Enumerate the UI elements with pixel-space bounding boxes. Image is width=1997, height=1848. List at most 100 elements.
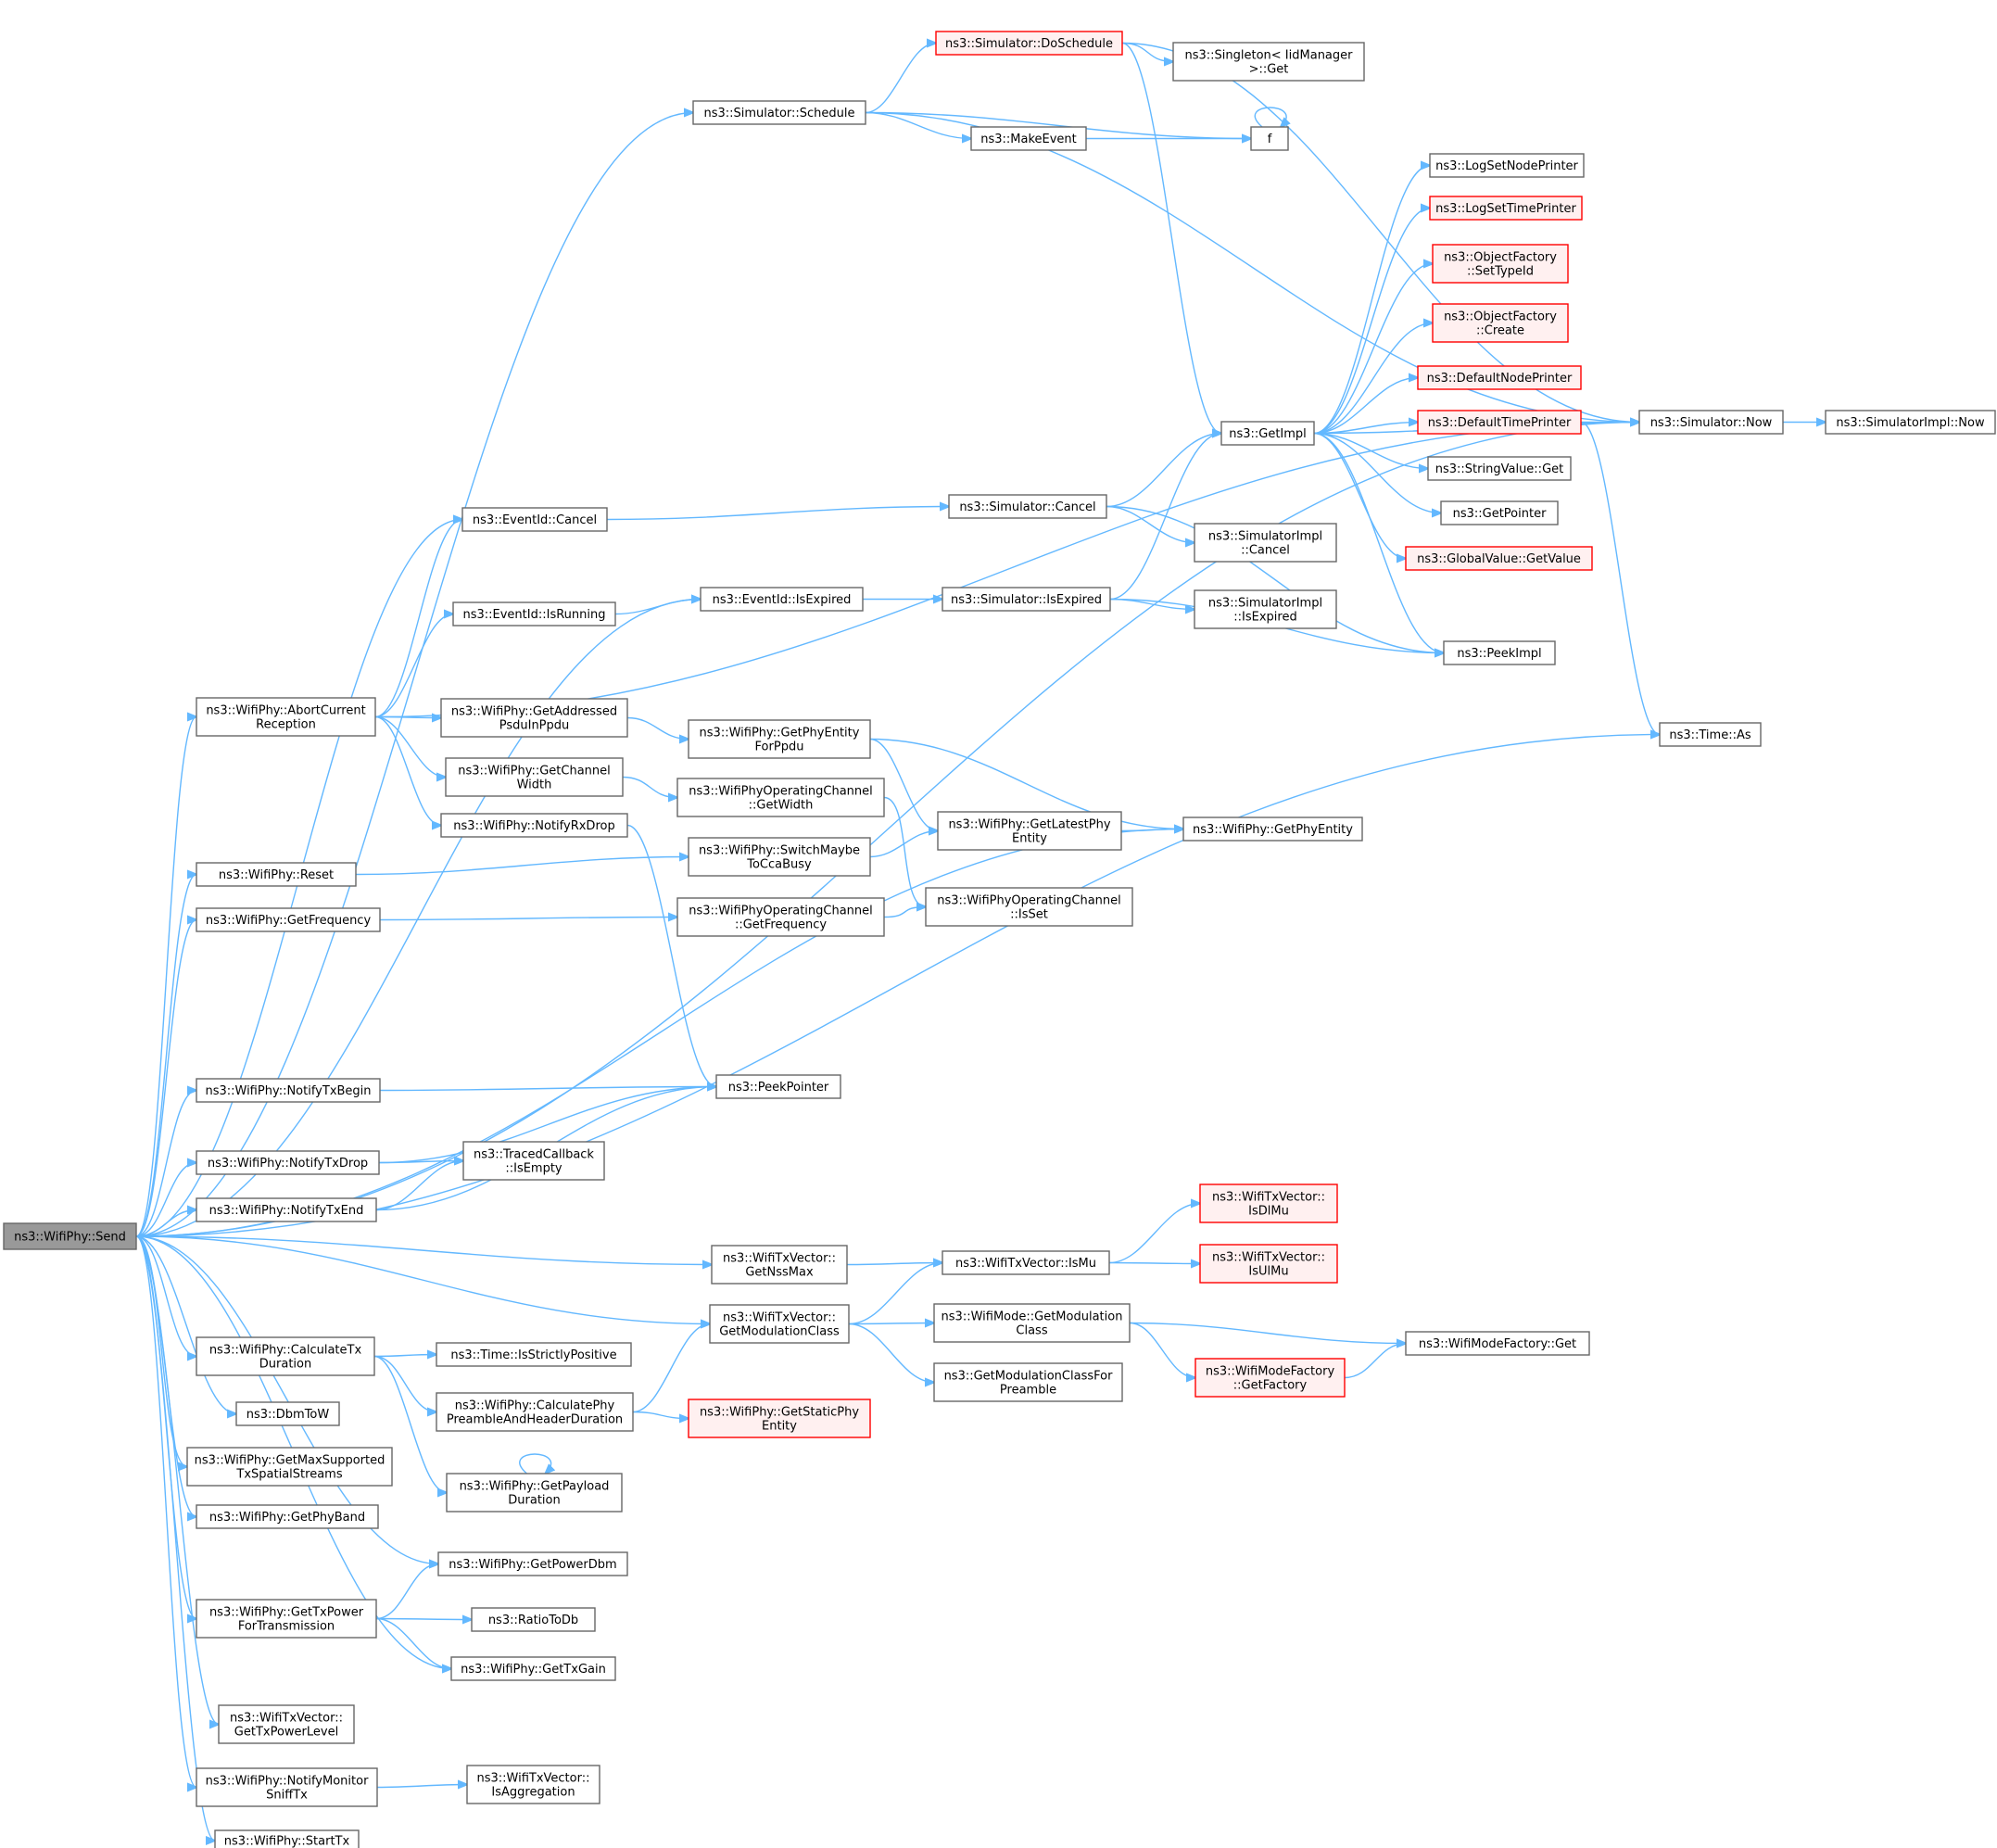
node-modefactoryget[interactable]: ns3::WifiModeFactory::Get (1405, 1331, 1590, 1356)
edge-getimpl-to-ofsettype (1313, 264, 1433, 435)
node-label: ns3::WifiPhy::CalculatePhy (455, 1399, 615, 1413)
edge-calctx-to-calcpreamble (373, 1355, 436, 1412)
node-box (676, 897, 885, 937)
node-stringget[interactable]: ns3::StringValue::Get (1427, 456, 1572, 481)
node-doschedule[interactable]: ns3::Simulator::DoSchedule (935, 31, 1123, 56)
node-simcancel[interactable]: ns3::Simulator::Cancel (948, 494, 1107, 519)
node-notifyrxdrop[interactable]: ns3::WifiPhy::NotifyRxDrop (440, 813, 628, 838)
node-deftime[interactable]: ns3::DefaultTimePrinter (1417, 410, 1582, 435)
node-lognode[interactable]: ns3::LogSetNodePrinter (1429, 153, 1585, 178)
node-notifytxbegin[interactable]: ns3::WifiPhy::NotifyTxBegin (196, 1078, 381, 1103)
node-notifytxdrop[interactable]: ns3::WifiPhy::NotifyTxDrop (196, 1150, 380, 1175)
node-label: ns3::WifiModeFactory (1206, 1365, 1335, 1379)
node-getmaxss[interactable]: ns3::WifiPhy::GetMaxSupportedTxSpatialSt… (186, 1447, 393, 1487)
node-isrunning[interactable]: ns3::EventId::IsRunning (452, 601, 616, 627)
node-getfactory[interactable]: ns3::WifiModeFactory::GetFactory (1194, 1358, 1346, 1398)
node-box (1429, 153, 1585, 178)
node-send[interactable]: ns3::WifiPhy::Send (3, 1222, 137, 1250)
node-label: ns3::WifiTxVector:: (723, 1311, 836, 1325)
node-defnode[interactable]: ns3::DefaultNodePrinter (1417, 365, 1582, 390)
node-reset[interactable]: ns3::WifiPhy::Reset (196, 862, 357, 887)
node-box (937, 811, 1122, 851)
edge-gettxpower-to-getpowerdbm (375, 1564, 438, 1620)
node-label: ns3::WifiPhyOperatingChannel (937, 894, 1121, 908)
node-dbmtow[interactable]: ns3::DbmToW (235, 1401, 340, 1426)
node-simimplisexpired[interactable]: ns3::SimulatorImpl::IsExpired (1194, 589, 1337, 629)
node-notifytxend[interactable]: ns3::WifiPhy::NotifyTxEnd (196, 1197, 377, 1222)
node-getpowerdbm[interactable]: ns3::WifiPhy::GetPowerDbm (437, 1551, 628, 1576)
node-simimplcancel[interactable]: ns3::SimulatorImpl::Cancel (1194, 523, 1337, 563)
node-getfreq[interactable]: ns3::WifiPhy::GetFrequency (196, 907, 381, 932)
node-tracedempty[interactable]: ns3::TracedCallback::IsEmpty (462, 1141, 605, 1181)
node-modegetmod[interactable]: ns3::WifiMode::GetModulationClass (933, 1303, 1131, 1343)
node-box (715, 1074, 841, 1099)
node-peekimpl[interactable]: ns3::PeekImpl (1443, 640, 1556, 665)
node-gettxgain[interactable]: ns3::WifiPhy::GetTxGain (450, 1656, 616, 1681)
node-timeas[interactable]: ns3::Time::As (1659, 722, 1762, 747)
node-calcpreamble[interactable]: ns3::WifiPhy::CalculatePhyPreambleAndHea… (436, 1392, 634, 1432)
node-f[interactable]: f (1250, 126, 1289, 151)
node-getnssmax[interactable]: ns3::WifiTxVector::GetNssMax (711, 1245, 848, 1285)
node-label: ns3::WifiPhy::GetFrequency (206, 914, 372, 928)
edge-layer (135, 44, 1826, 1842)
node-box (948, 494, 1107, 519)
node-peekpointer[interactable]: ns3::PeekPointer (715, 1074, 841, 1099)
node-gettxpowerlevel[interactable]: ns3::WifiTxVector::GetTxPowerLevel (218, 1704, 355, 1744)
node-isdlmu[interactable]: ns3::WifiTxVector::IsDlMu (1199, 1183, 1338, 1223)
node-ofsettype[interactable]: ns3::ObjectFactory::SetTypeId (1432, 244, 1569, 284)
node-box (196, 1078, 381, 1103)
node-strictpos[interactable]: ns3::Time::IsStrictlyPositive (436, 1342, 632, 1367)
node-txvecgetmod[interactable]: ns3::WifiTxVector::GetModulationClass (709, 1304, 850, 1344)
node-getphyentity[interactable]: ns3::WifiPhy::GetPhyEntity (1182, 816, 1363, 842)
node-box (196, 1150, 380, 1175)
edge-abort-to-getchwidth (374, 715, 446, 778)
node-label: IsUlMu (1248, 1265, 1288, 1279)
node-getphyband[interactable]: ns3::WifiPhy::GetPhyBand (196, 1504, 379, 1529)
node-label: ns3::Time::As (1669, 728, 1751, 742)
node-simnow[interactable]: ns3::Simulator::Now (1638, 410, 1784, 435)
node-opchgetwidth[interactable]: ns3::WifiPhyOperatingChannel::GetWidth (676, 778, 885, 817)
node-ismu[interactable]: ns3::WifiTxVector::IsMu (942, 1250, 1110, 1275)
node-singleton[interactable]: ns3::Singleton< IidManager>::Get (1172, 42, 1365, 82)
node-box (1427, 456, 1572, 481)
edge-send-to-getfreq (135, 920, 196, 1237)
edge-getphyentityppdu-to-getphyentity (869, 738, 1183, 829)
node-box (676, 778, 885, 817)
node-eventisexpired[interactable]: ns3::EventId::IsExpired (700, 587, 864, 612)
node-opchgetfreq[interactable]: ns3::WifiPhyOperatingChannel::GetFrequen… (676, 897, 885, 937)
node-label: ns3::LogSetNodePrinter (1435, 159, 1578, 173)
node-globalget[interactable]: ns3::GlobalValue::GetValue (1405, 546, 1593, 571)
edge-getnssmax-to-ismu (846, 1263, 942, 1265)
node-ofcreate[interactable]: ns3::ObjectFactory::Create (1432, 303, 1569, 343)
node-schedule[interactable]: ns3::Simulator::Schedule (692, 100, 866, 125)
node-label: ns3::WifiPhy::GetPowerDbm (449, 1558, 616, 1572)
node-label: Reception (256, 718, 316, 732)
node-logtime[interactable]: ns3::LogSetTimePrinter (1429, 196, 1583, 221)
node-makeevent[interactable]: ns3::MakeEvent (970, 126, 1087, 151)
node-isaggregation[interactable]: ns3::WifiTxVector::IsAggregation (466, 1765, 600, 1804)
node-eventcancel[interactable]: ns3::EventId::Cancel (461, 507, 608, 532)
node-simisexpired[interactable]: ns3::Simulator::IsExpired (942, 587, 1111, 612)
node-starttx[interactable]: ns3::WifiPhy::StartTx (214, 1829, 360, 1848)
node-ratiotodb[interactable]: ns3::RatioToDb (471, 1607, 596, 1632)
node-box (218, 1704, 355, 1744)
node-opchisset[interactable]: ns3::WifiPhyOperatingChannel::IsSet (925, 887, 1133, 927)
node-getimpl[interactable]: ns3::GetImpl (1220, 421, 1315, 446)
node-simimplnow[interactable]: ns3::SimulatorImpl::Now (1825, 410, 1996, 435)
node-isulmu[interactable]: ns3::WifiTxVector::IsUlMu (1199, 1244, 1338, 1284)
node-label: ns3::WifiPhy::GetLatestPhy (948, 818, 1110, 832)
node-getpointer[interactable]: ns3::GetPointer (1440, 500, 1559, 525)
